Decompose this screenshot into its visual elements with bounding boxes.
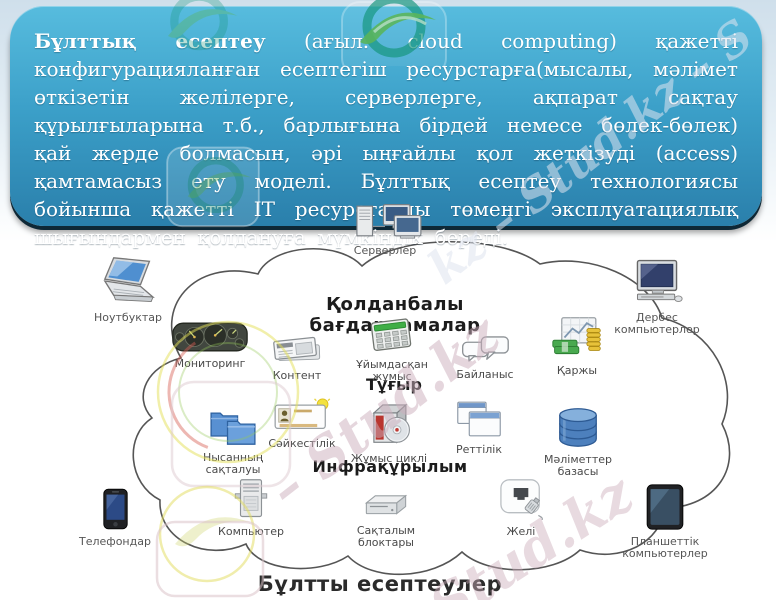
- node-storage-blocks: Сақталым блоктары: [341, 494, 431, 549]
- calculator-icon: [369, 318, 415, 357]
- node-label: Контент: [272, 369, 322, 382]
- storage-icon: [361, 494, 411, 523]
- chat-icon: [460, 334, 510, 367]
- network-icon: [497, 478, 545, 524]
- node-finance: Қаржы: [532, 316, 622, 377]
- node-label: Мониторинг: [174, 357, 246, 370]
- node-database: Мәліметтер базасы: [533, 406, 623, 478]
- content-icon: [271, 336, 323, 368]
- database-icon: [556, 406, 600, 452]
- node-content: Контент: [252, 336, 342, 382]
- laptop-icon: [96, 256, 160, 310]
- servers-icon: [346, 203, 424, 243]
- node-label: Желі: [506, 525, 536, 538]
- node-label: Компьютер: [218, 525, 284, 538]
- device-servers: Серверлер: [335, 203, 435, 257]
- device-phones: Телефондар: [70, 488, 160, 548]
- definition-term: Бұлттық есептеу: [34, 29, 266, 53]
- node-label: Сақталым блоктары: [356, 524, 416, 549]
- definition-text: (ағыл. cloud computing) қажетті конфигур…: [34, 29, 738, 249]
- node-communication: Байланыс: [440, 334, 530, 381]
- node-label: Қаржы: [556, 364, 598, 377]
- phone-icon: [102, 488, 129, 534]
- node-label: Жұмыс циклі: [350, 452, 428, 465]
- id-card-icon: [273, 395, 331, 436]
- device-desktops: Дербес компьютерлер: [602, 258, 712, 336]
- device-laptops: Ноутбуктар: [73, 256, 183, 324]
- finance-icon: [551, 316, 603, 363]
- section-heading-infrastructure: Инфрақұрылым: [312, 457, 468, 476]
- device-label: Серверлер: [353, 244, 417, 257]
- node-label: Ұйымдасқан жұмыс: [356, 358, 428, 383]
- software-box-icon: [365, 402, 413, 451]
- desktop-icon: [630, 258, 684, 310]
- node-label: Реттілік: [455, 443, 502, 456]
- folders-icon: [207, 404, 259, 450]
- device-tablets: Планшеттік компьютерлер: [610, 484, 720, 560]
- definition-paragraph: Бұлттық есептеу (ағыл. cloud computing) …: [10, 6, 762, 251]
- node-label: Сәйкестілік: [268, 437, 336, 450]
- diagram-title: Бұлтты есептеулер: [257, 572, 503, 596]
- node-label: Мәліметтер базасы: [544, 453, 612, 478]
- device-label: Планшеттік компьютерлер: [622, 535, 708, 560]
- node-object-storage: Нысанның сақталуы: [188, 404, 278, 476]
- device-label: Телефондар: [79, 535, 151, 548]
- node-monitoring: Мониторинг: [162, 322, 258, 370]
- windows-icon: [456, 400, 502, 442]
- node-label: Байланыс: [456, 368, 514, 381]
- tablet-icon: [645, 484, 685, 534]
- device-label: Дербес компьютерлер: [614, 311, 700, 336]
- section-heading-platform: Тұғыр: [366, 375, 422, 394]
- node-computer: Компьютер: [211, 478, 291, 538]
- definition-panel: Бұлттық есептеу (ағыл. cloud computing) …: [10, 6, 762, 249]
- node-organized-work: Ұйымдасқан жұмыс: [347, 318, 437, 383]
- server-tower-icon: [234, 478, 268, 524]
- monitoring-icon: [172, 322, 248, 356]
- node-network: Желі: [476, 478, 566, 538]
- node-label: Нысанның сақталуы: [202, 451, 264, 476]
- node-order: Реттілік: [434, 400, 524, 456]
- node-runtime: Жұмыс циклі: [344, 402, 434, 465]
- device-label: Ноутбуктар: [94, 311, 162, 324]
